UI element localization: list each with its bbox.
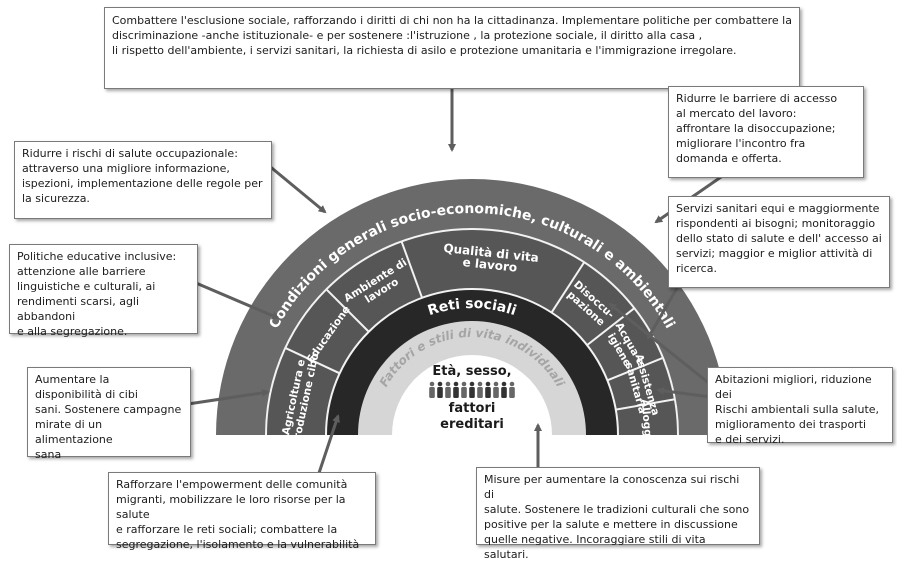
sector-divider-line [586,307,635,346]
sector-divider-line [550,261,586,314]
sector-label: Alloggi [639,399,655,441]
arrow-education [195,281,280,320]
sector-divider-line [606,356,664,382]
social-networks-label: Reti sociali [426,296,519,319]
sector-dividers [284,241,676,411]
box-empowerment: Rafforzare l'empowerment delle comunità … [108,472,376,551]
box-labour-market: Ridurre le barriere di accesso al mercat… [668,86,864,178]
center-factors-label: fattori [449,401,496,416]
center-age-sex-label: Età, sesso, [432,364,511,379]
arrow-food [187,388,270,406]
sector-divider-line [615,398,676,411]
crowd-of-people-icon [429,381,515,398]
box-inclusive-education: Politiche educative inclusive: attenzion… [9,244,198,338]
arrow-empowerment [316,414,340,477]
sector-divider-line [325,288,370,333]
sector-label: Assistenzasanitaria [621,353,662,420]
arrow-housing-2 [608,302,721,394]
sector-divider-line [284,347,341,375]
box-health-knowledge: Misure per aumentare la conoscenza sui r… [476,467,760,561]
box-healthy-food: Aumentare la disponibilità di cibi sani.… [27,367,191,461]
determinants-diagram: Agricoltura eproduzione ciboEducazioneAm… [187,88,761,477]
box-housing: Abitazioni migliori, riduzione dei Risch… [707,367,893,446]
box-social-exclusion: Combattere l'esclusione sociale, rafforz… [104,7,800,89]
center-hereditary-label: ereditari [440,417,504,432]
box-occupational-risk: Ridurre i rischi di salute occupazionale… [14,141,272,219]
box-health-services: Servizi sanitari equi e maggiormente ris… [668,196,890,288]
sector-divider-line [400,241,424,299]
